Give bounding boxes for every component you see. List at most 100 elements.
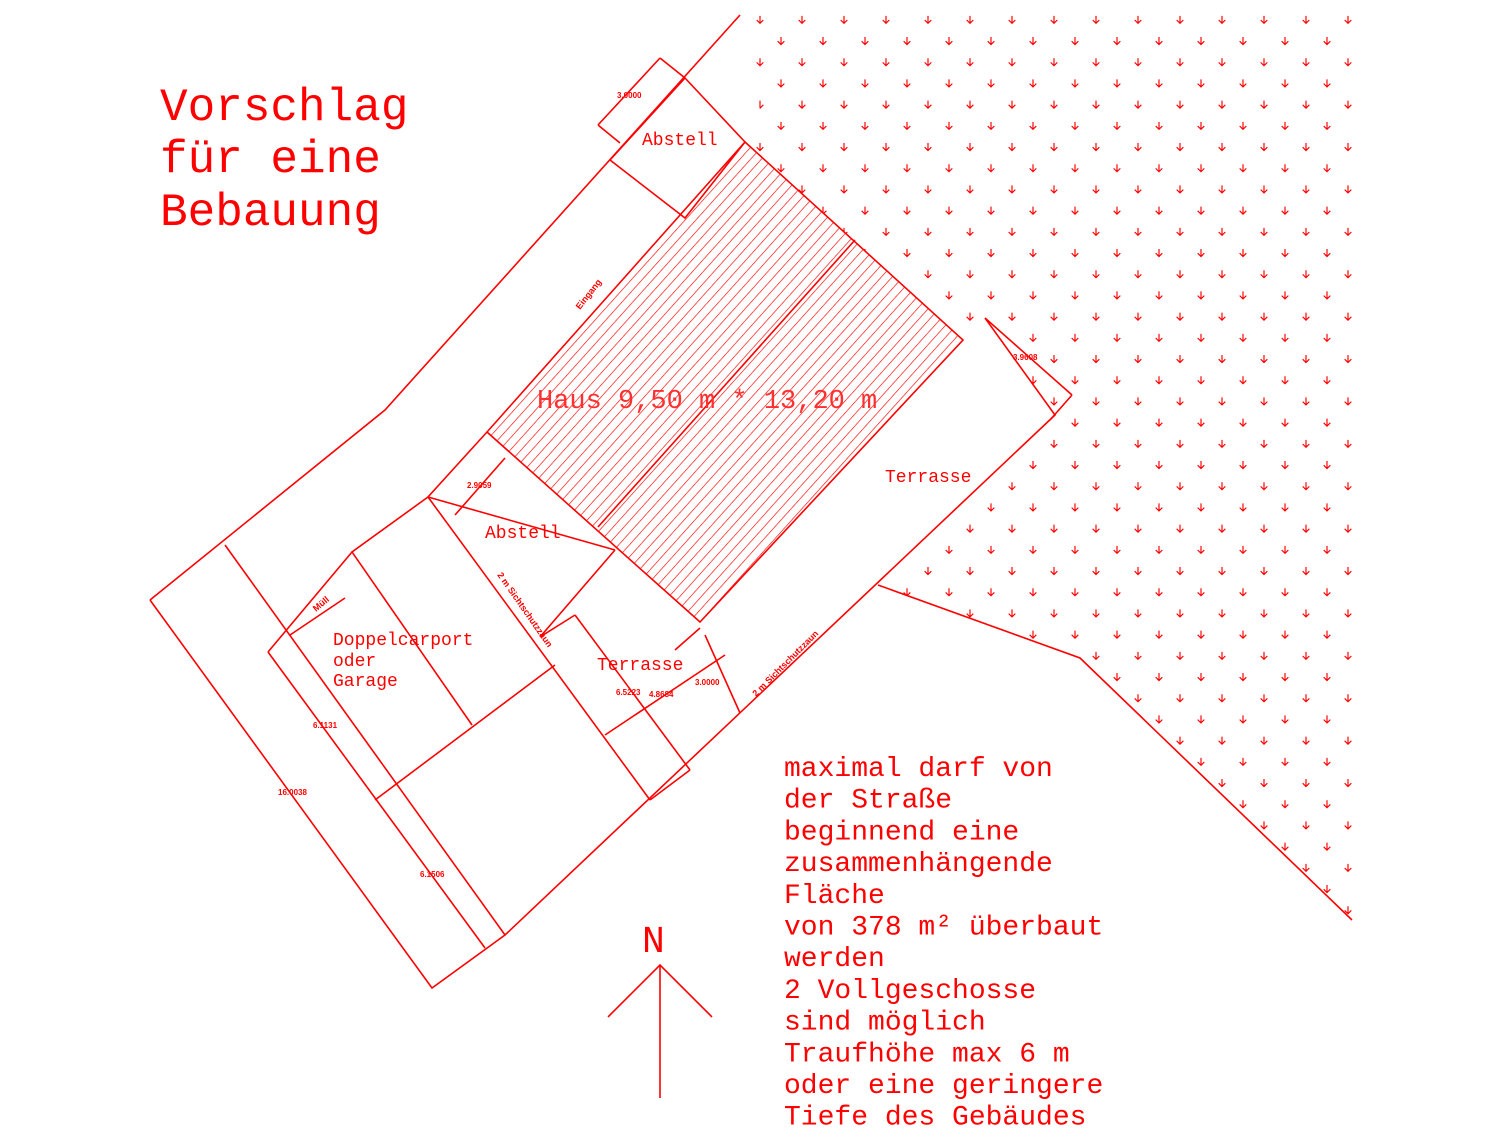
arrow-down-vegetation-icon (1260, 184, 1268, 194)
arrow-down-vegetation-icon (777, 714, 785, 724)
arrow-down-vegetation-icon (1008, 439, 1016, 448)
arrow-down-vegetation-icon (1218, 693, 1226, 703)
arrow-down-vegetation-icon (1092, 481, 1100, 491)
arrow-down-vegetation-icon (1302, 227, 1310, 236)
arrow-down-vegetation-icon (1092, 15, 1100, 24)
arrow-down-vegetation-icon (798, 608, 806, 618)
arrow-down-vegetation-icon (1092, 269, 1100, 279)
arrow-down-vegetation-icon (1281, 78, 1289, 88)
arrow-down-vegetation-icon (1323, 587, 1331, 597)
arrow-down-vegetation-icon (1323, 248, 1331, 258)
arrow-down-vegetation-icon (1281, 163, 1289, 173)
arrow-down-vegetation-icon (1197, 884, 1205, 894)
arrow-down-vegetation-icon (987, 121, 995, 130)
arrow-down-vegetation-icon (1176, 778, 1184, 788)
arrow-down-vegetation-icon (1260, 524, 1268, 533)
arrow-down-vegetation-icon (861, 630, 869, 639)
arrow-down-vegetation-icon (1029, 206, 1037, 215)
arrow-down-vegetation-icon (966, 184, 974, 194)
arrow-down-vegetation-icon (1218, 863, 1226, 872)
arrow-down-vegetation-icon (1176, 481, 1184, 491)
arrow-down-vegetation-icon (1197, 375, 1205, 385)
arrow-down-vegetation-icon (740, 757, 743, 766)
arrow-down-vegetation-icon (924, 524, 932, 533)
arrow-down-vegetation-icon (1323, 36, 1331, 46)
arrow-down-vegetation-icon (1008, 269, 1016, 279)
arrow-down-vegetation-icon (740, 121, 743, 130)
arrow-down-vegetation-icon (1260, 693, 1268, 703)
arrow-down-vegetation-icon (740, 587, 743, 597)
arrow-down-vegetation-icon (987, 36, 995, 46)
arrow-down-vegetation-icon (1218, 736, 1226, 745)
note-line: 2 Vollgeschosse (784, 976, 1036, 1007)
carport-label-2: oder (333, 652, 376, 672)
arrow-down-vegetation-icon (777, 78, 785, 88)
arrow-down-vegetation-icon (798, 566, 806, 576)
arrow-down-vegetation-icon (1134, 312, 1142, 321)
arrow-down-vegetation-icon (1092, 693, 1100, 703)
arrow-down-vegetation-icon (1197, 460, 1205, 470)
plot-lines (149, 14, 1353, 990)
arrow-down-vegetation-icon (1197, 545, 1205, 554)
arrow-down-vegetation-icon (715, 864, 722, 872)
arrow-down-vegetation-icon (1050, 481, 1058, 491)
arrow-down-vegetation-icon (1135, 949, 1142, 957)
arrow-down-vegetation-icon (966, 736, 974, 745)
arrow-down-vegetation-icon (819, 672, 827, 682)
arrow-down-vegetation-icon (924, 184, 932, 194)
arrow-down-vegetation-icon (1344, 439, 1352, 448)
arrow-down-vegetation-icon (715, 16, 722, 23)
arrow-down-vegetation-icon (945, 884, 953, 894)
arrow-down-vegetation-icon (1008, 57, 1016, 67)
arrow-down-vegetation-icon (861, 206, 869, 215)
arrow-down-vegetation-icon (1197, 587, 1205, 597)
arrow-down-vegetation-icon (1071, 78, 1079, 88)
arrow-down-vegetation-icon (903, 206, 911, 215)
arrow-down-vegetation-icon (1260, 566, 1268, 576)
arrow-down-vegetation-icon (1218, 905, 1226, 915)
arrow-down-vegetation-icon (1113, 884, 1121, 894)
arrow-down-vegetation-icon (1050, 184, 1058, 194)
arrow-down-vegetation-icon (987, 714, 995, 724)
arrow-down-vegetation-icon (966, 608, 974, 618)
arrow-down-vegetation-icon (1345, 949, 1352, 957)
arrow-down-vegetation-icon (1155, 630, 1163, 639)
arrow-down-vegetation-icon (1323, 460, 1331, 470)
note-line: von 378 m² überbaut (784, 913, 1103, 944)
arrow-down-vegetation-icon (819, 163, 827, 173)
arrow-down-vegetation-icon (1050, 354, 1058, 364)
arrow-down-vegetation-icon (1071, 163, 1079, 173)
arrow-down-vegetation-icon (1092, 227, 1100, 236)
arrow-down-vegetation-icon (1155, 672, 1163, 682)
arrow-down-vegetation-icon (903, 36, 911, 46)
arrow-down-vegetation-icon (987, 333, 995, 342)
arrow-down-vegetation-icon (1344, 312, 1352, 321)
arrow-down-vegetation-icon (861, 460, 869, 470)
arrow-down-vegetation-icon (1092, 863, 1100, 872)
arrow-down-vegetation-icon (1197, 757, 1205, 766)
arrow-down-vegetation-icon (1197, 333, 1205, 342)
arrow-down-vegetation-icon (1176, 227, 1184, 236)
arrow-down-vegetation-icon (1113, 290, 1121, 300)
arrow-down-vegetation-icon (903, 248, 911, 258)
arrow-down-vegetation-icon (945, 78, 953, 88)
arrow-down-vegetation-icon (1155, 290, 1163, 300)
arrow-down-vegetation-icon (777, 163, 785, 173)
arrow-down-vegetation-icon (1113, 206, 1121, 215)
arrow-down-vegetation-icon (798, 100, 806, 109)
arrow-down-vegetation-icon (1344, 142, 1352, 152)
arrow-down-vegetation-icon (882, 142, 890, 152)
arrow-down-vegetation-icon (1134, 778, 1142, 788)
arrow-down-vegetation-icon (1281, 36, 1289, 46)
arrow-down-vegetation-icon (1092, 312, 1100, 321)
arrow-down-vegetation-icon (1092, 100, 1100, 109)
arrow-down-vegetation-icon (1239, 884, 1247, 894)
arrow-down-vegetation-icon (1155, 375, 1163, 385)
note-line: Tiefe des Gebäudes (784, 1103, 1086, 1134)
arrow-down-vegetation-icon (945, 714, 953, 724)
arrow-down-vegetation-icon (1092, 439, 1100, 448)
arrow-down-vegetation-icon (1113, 78, 1121, 88)
arrow-down-vegetation-icon (1134, 396, 1142, 406)
arrow-down-vegetation-icon (1197, 206, 1205, 215)
